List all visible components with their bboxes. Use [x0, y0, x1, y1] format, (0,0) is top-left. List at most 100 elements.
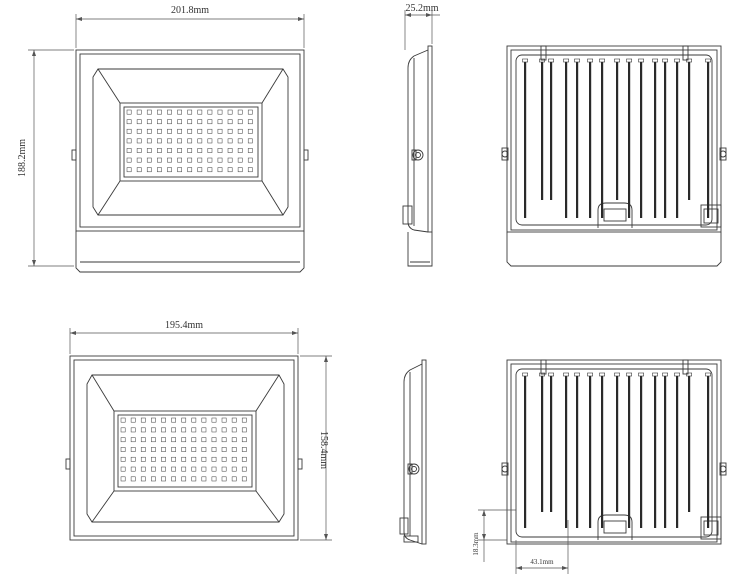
led-cell: [191, 447, 197, 452]
dimension-top-height: [28, 49, 74, 267]
led-cell: [241, 417, 247, 423]
led-cell: [151, 427, 156, 433]
led-cell: [197, 138, 203, 144]
led-cell: [241, 466, 247, 472]
led-cell: [247, 148, 253, 153]
led-cell: [187, 148, 193, 153]
fin-cap: [563, 58, 569, 63]
led-cell: [120, 466, 126, 472]
led-cell: [140, 456, 146, 462]
dimension-label-top-width: 201.8mm: [171, 5, 209, 16]
led-cell: [221, 437, 227, 443]
fin-cap: [599, 372, 605, 377]
led-cell: [126, 157, 132, 163]
led-cell: [181, 476, 187, 482]
led-cell: [161, 466, 166, 472]
dimension-label-side-depth: 25.2mm: [405, 3, 438, 14]
led-cell: [197, 119, 203, 125]
led-cell: [237, 148, 243, 153]
led-cell: [181, 456, 187, 462]
fin-cap: [574, 372, 580, 377]
led-cell: [140, 476, 146, 482]
led-cell: [247, 138, 253, 144]
heat-sink-fin: [676, 62, 679, 218]
led-cell: [191, 466, 197, 472]
fin-cap: [614, 372, 620, 377]
dimension-bottom-height: [300, 355, 332, 541]
heat-sink-fin: [664, 62, 667, 218]
led-cell: [247, 157, 253, 163]
led-cell: [161, 476, 166, 482]
heat-sink-fin: [688, 376, 691, 512]
led-cell: [241, 437, 247, 443]
led-cell: [201, 466, 207, 472]
front-view-top: [71, 49, 309, 273]
led-cell: [126, 119, 132, 125]
led-cell: [120, 437, 126, 443]
led-cell: [157, 157, 162, 163]
led-cell: [130, 456, 136, 462]
led-cell: [130, 476, 136, 482]
led-cell: [191, 417, 197, 423]
led-cell: [130, 417, 136, 423]
led-cell: [151, 476, 156, 482]
led-cell: [167, 157, 172, 163]
fin-cap: [626, 372, 632, 377]
led-cell: [177, 148, 182, 153]
led-cell: [157, 109, 162, 115]
fin-cap: [522, 58, 528, 63]
led-cell: [237, 119, 243, 125]
led-cell: [247, 167, 253, 173]
led-cell: [197, 109, 203, 115]
led-cell: [187, 119, 193, 125]
led-cell: [231, 466, 237, 472]
led-cell: [187, 157, 193, 163]
led-cell: [177, 157, 182, 163]
led-cell: [136, 119, 142, 125]
led-cell: [140, 437, 146, 443]
led-cell: [197, 157, 203, 163]
led-cell: [201, 447, 207, 452]
heat-sink-fin: [601, 62, 604, 218]
heat-sink-fin: [589, 62, 592, 218]
dimension-detail-width: [515, 520, 569, 574]
led-cell: [227, 167, 233, 173]
led-cell: [201, 456, 207, 462]
led-cell: [140, 417, 146, 423]
fin-cap: [548, 372, 554, 377]
heat-sink-fin: [524, 62, 527, 218]
heat-sink-fin: [688, 62, 691, 200]
led-cell: [177, 167, 182, 173]
front-view-bottom: [65, 355, 303, 541]
fin-cap: [614, 58, 620, 63]
dimension-detail-height: [478, 509, 516, 562]
led-cell: [201, 476, 207, 482]
dimension-label-bottom-width: 195.4mm: [165, 320, 203, 331]
led-cell: [191, 456, 197, 462]
led-cell: [171, 466, 176, 472]
dimension-label-top-height: 188.2mm: [17, 139, 28, 177]
heat-sink-fin: [524, 376, 527, 528]
led-cell: [171, 447, 176, 452]
led-cell: [130, 427, 136, 433]
heat-sink-fin: [550, 376, 553, 512]
heat-sink-fin: [654, 376, 657, 528]
led-cell: [187, 138, 193, 144]
led-cell: [217, 109, 223, 115]
led-cell: [146, 128, 152, 134]
led-cell: [247, 109, 253, 115]
heat-sink-fin: [616, 62, 619, 200]
led-cell: [207, 148, 213, 153]
led-array-top: [126, 109, 253, 173]
led-cell: [231, 476, 237, 482]
led-cell: [171, 476, 176, 482]
led-cell: [157, 148, 162, 153]
heat-sink-fin: [601, 376, 604, 528]
heat-sink-fins-bottom: [522, 372, 711, 528]
led-cell: [140, 427, 146, 433]
fin-cap: [539, 58, 545, 63]
led-cell: [161, 427, 166, 433]
led-cell: [146, 148, 152, 153]
led-cell: [211, 456, 217, 462]
